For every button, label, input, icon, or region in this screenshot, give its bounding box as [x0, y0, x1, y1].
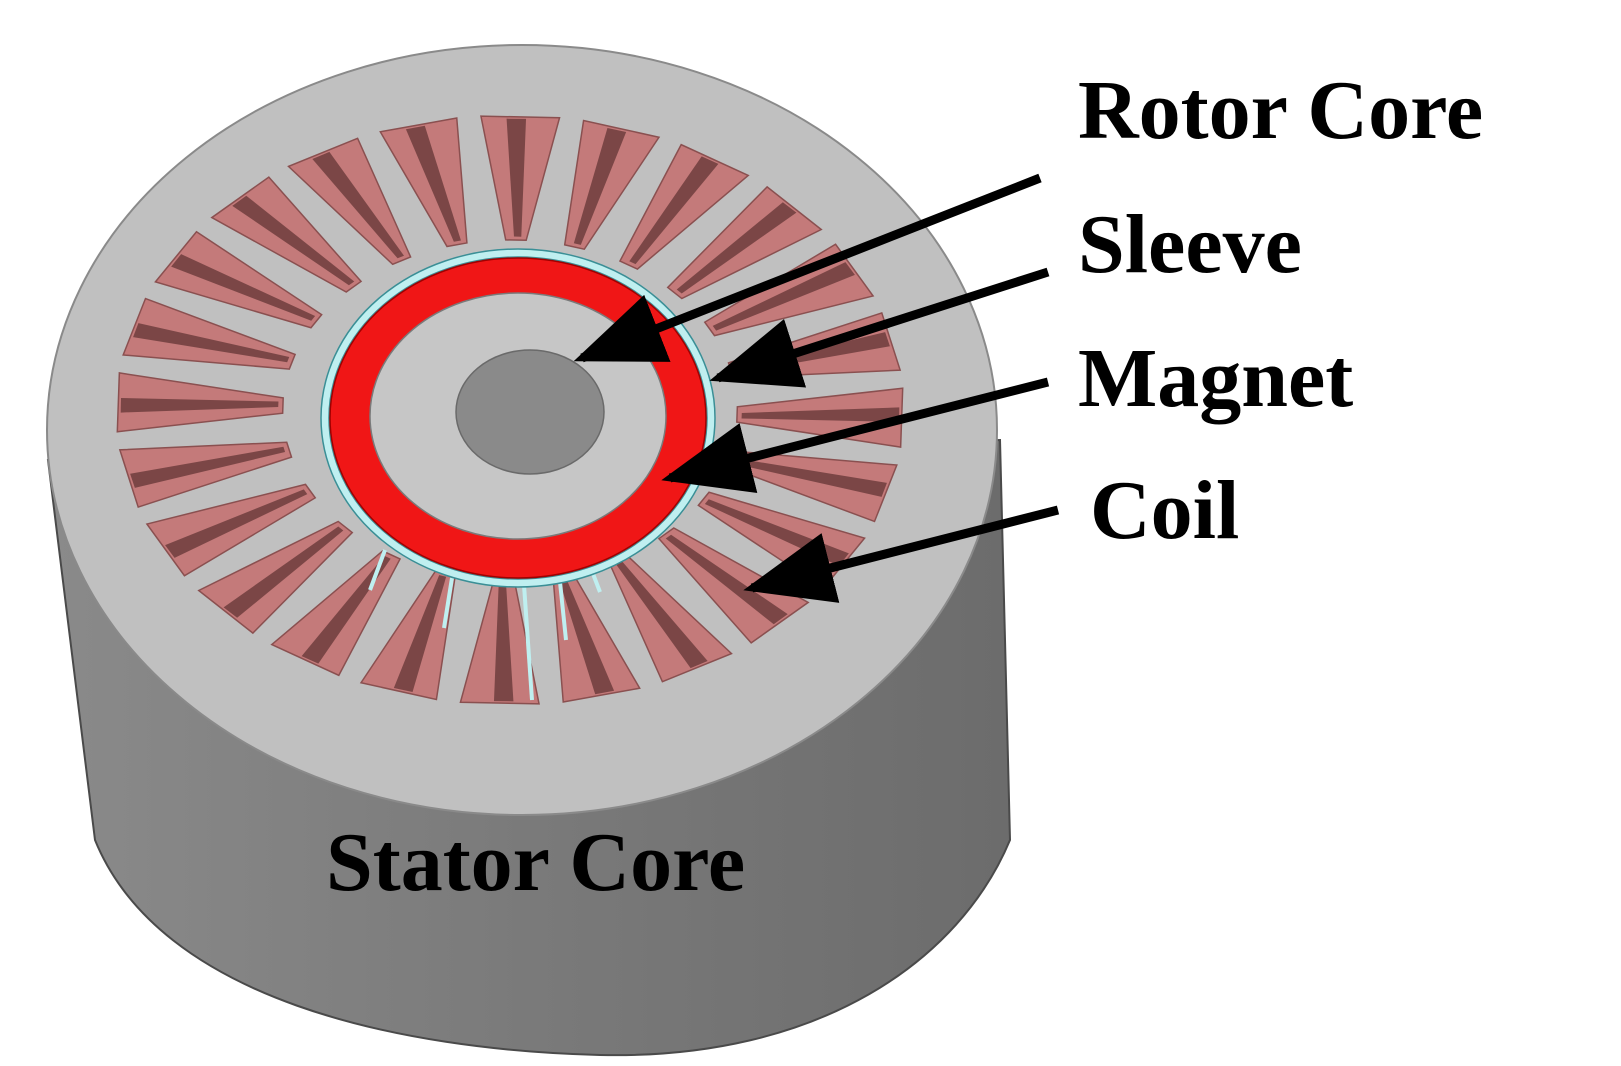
label-sleeve: Sleeve: [1078, 198, 1302, 291]
magnet-arrow: [661, 377, 1050, 493]
sleeve-radial-line: [442, 577, 454, 629]
sleeve-radial-line: [522, 584, 534, 701]
label-rotor-core: Rotor Core: [1078, 64, 1483, 157]
label-magnet: Magnet: [1078, 332, 1353, 425]
coil-dark-strip: [712, 262, 855, 331]
sleeve-radial-line: [368, 549, 387, 591]
label-coil: Coil: [1090, 464, 1239, 557]
sleeve-ring: [321, 249, 715, 587]
sleeve-radial-lines: [368, 549, 602, 701]
sleeve-ring-outline-outer: [320, 248, 716, 588]
coil-dark-strip: [730, 457, 887, 497]
sleeve-arrow: [709, 267, 1050, 388]
coil-dark-strip: [676, 202, 797, 294]
sleeve-radial-line: [558, 581, 568, 641]
coil-arrow: [743, 505, 1060, 603]
coil-dark-strip: [223, 526, 344, 618]
shaft-hole: [455, 349, 605, 475]
coil-dark-strip: [616, 561, 708, 669]
rotor-core-arrow: [573, 173, 1042, 363]
coil-dark-strip: [171, 254, 316, 321]
coil-dark-strip: [301, 555, 391, 664]
coil-dark-strip: [312, 151, 404, 259]
coil-dark-strip: [559, 578, 615, 695]
coil-dark-strip: [120, 398, 279, 413]
sleeve-ring-outline-inner: [328, 256, 708, 580]
coil-dark-strip: [133, 323, 290, 363]
coil-dark-strip: [573, 127, 627, 245]
label-stator-core: Stator Core: [326, 816, 745, 909]
coil-dark-strip: [629, 156, 719, 265]
coil-dark-strip: [741, 407, 900, 422]
coil-dark-strip: [232, 195, 355, 286]
coil-dark-strip: [165, 489, 308, 558]
coil-dark-strip: [506, 118, 527, 237]
coil-dark-strip: [393, 575, 447, 693]
coil-dark-strip: [493, 583, 514, 702]
coil-dark-strip: [130, 446, 286, 488]
coil-dark-strip: [405, 125, 461, 242]
